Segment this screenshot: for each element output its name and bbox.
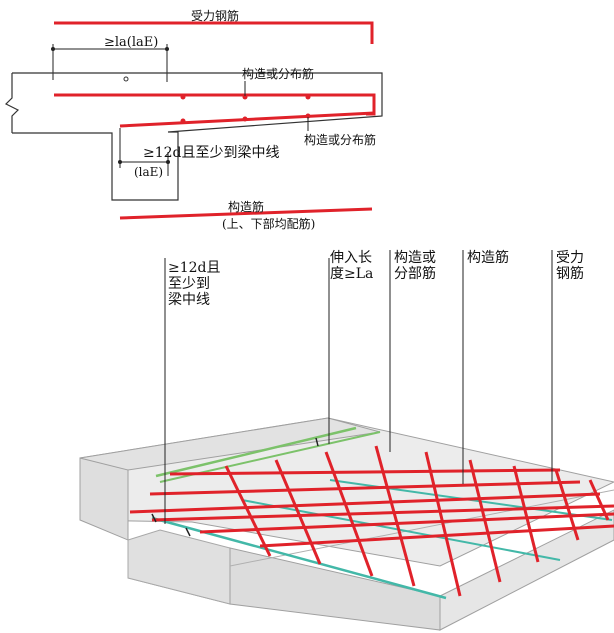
- main-rebar-label: 受力钢筋: [191, 8, 239, 23]
- wall-front-face: [79, 457, 129, 541]
- upper-dist-label: 构造或分布筋: [242, 66, 314, 81]
- iso-view: [79, 250, 614, 631]
- slab-right-face: [439, 509, 614, 631]
- callout-texts: ≥12d且 至少到 梁中线 伸入长 度≥La 构造或 分部筋 构造筋 受力 钢筋: [168, 249, 584, 308]
- slab-bottom-edge: [229, 489, 614, 567]
- anchor-dim-dot-right: [165, 47, 169, 51]
- callout-extension-line-2: 至少到: [168, 276, 210, 292]
- callout-anchor-line-1: 伸入长: [330, 250, 372, 266]
- dist-bar-dot: [305, 94, 311, 100]
- callout-extension-line-3: 梁中线: [168, 292, 210, 308]
- extension-dot: [118, 160, 122, 164]
- black-tick: [315, 437, 319, 447]
- dist-bar-dot: [180, 118, 186, 124]
- beam-side-face: [127, 529, 231, 605]
- callout-main-line-2: 钢筋: [556, 265, 584, 282]
- callout-structural-line-1: 构造筋: [467, 249, 509, 266]
- anchor-length-label: ≥la(laE): [104, 35, 158, 50]
- bottom-rebar-label: 构造筋: [228, 199, 264, 214]
- callout-anchor-line-2: 度≥La: [330, 266, 373, 282]
- callout-distribution-line-2: 分部筋: [394, 265, 436, 282]
- bottom-rebar-sub-label: (上、下部均配筋): [222, 216, 315, 231]
- extension-dot: [166, 160, 170, 164]
- red-rebar-transverse: [224, 445, 610, 597]
- black-tick: [185, 527, 191, 537]
- bottom-structural-rebar: [119, 207, 373, 220]
- anchor-dim-dot-left: [51, 47, 55, 51]
- lower-dist-label: 构造或分布筋: [304, 132, 376, 147]
- red-rebar-longitudinal: [129, 468, 614, 548]
- small-hole: [123, 76, 129, 82]
- main-rebar-top: [54, 21, 374, 44]
- teal-rebar: [241, 499, 561, 561]
- dist-bar-dot: [305, 113, 311, 119]
- extension-label: ≥12d且至少到梁中线: [143, 145, 280, 161]
- section-detail: 受力钢筋 ≥la(laE) 构造或分布筋 构造或分布筋: [4, 8, 383, 231]
- dist-bar-dot: [242, 116, 248, 122]
- slab-top-rebar: [54, 93, 376, 116]
- extension-sub-label: (laE): [134, 165, 163, 179]
- break-line: [4, 73, 20, 133]
- callout-main-line-1: 受力: [556, 250, 584, 266]
- concrete-outline: [12, 72, 383, 201]
- callout-extension-line-1: ≥12d且: [168, 260, 221, 276]
- black-tick: [151, 513, 157, 523]
- callout-distribution-line-1: 构造或: [394, 250, 436, 266]
- dist-bar-dot: [180, 94, 186, 100]
- green-rebar: [155, 426, 357, 478]
- dist-bar-dot: [242, 94, 248, 100]
